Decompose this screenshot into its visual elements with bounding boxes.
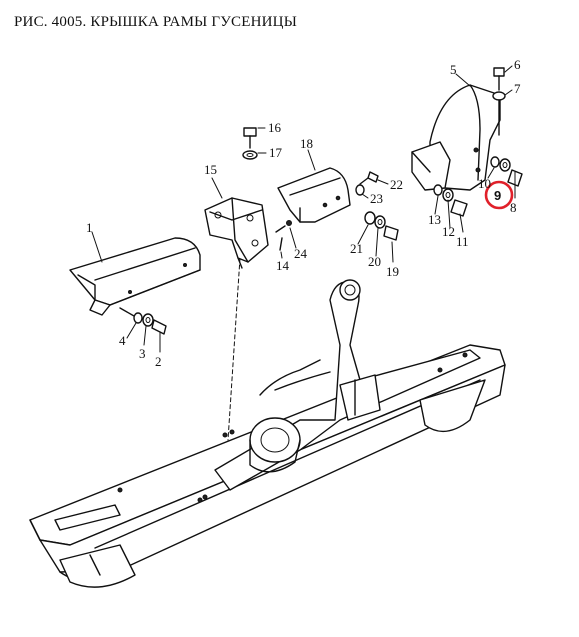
- callout-6: 6: [514, 57, 521, 72]
- callout-5: 5: [450, 62, 457, 77]
- callout-8: 8: [510, 200, 517, 215]
- callout-18: 18: [300, 136, 313, 151]
- callout-17: 17: [269, 145, 283, 160]
- callout-16: 16: [268, 120, 282, 135]
- callout-24: 24: [294, 246, 308, 261]
- callout-7: 7: [514, 81, 521, 96]
- callout-leaders: [91, 73, 516, 353]
- callout-1: 1: [86, 220, 93, 235]
- page-title: РИС. 4005. КРЫШКА РАМЫ ГУСЕНИЦЫ: [14, 14, 297, 30]
- callout-22: 22: [390, 177, 403, 192]
- callout-13: 13: [428, 212, 441, 227]
- parts-22-23-fasteners: [355, 171, 379, 196]
- part-1-cover: [69, 237, 201, 316]
- callout-12: 12: [442, 224, 455, 239]
- callout-14: 14: [276, 258, 290, 273]
- parts-16-17-fasteners: [242, 127, 267, 160]
- callout-9: 9: [494, 188, 501, 203]
- part-18-cover: [277, 167, 351, 223]
- callout-15: 15: [204, 162, 217, 177]
- part-5-sprocket-cover: [411, 84, 501, 191]
- part-15-bracket: [204, 197, 269, 269]
- parts-19-20-21-fasteners: [364, 211, 399, 241]
- part-14-pin: [279, 237, 283, 251]
- callout-20: 20: [368, 254, 381, 269]
- callout-3: 3: [139, 346, 146, 361]
- parts-6-7-fasteners: [492, 65, 513, 136]
- part-24-pin: [275, 220, 292, 233]
- callout-11: 11: [456, 234, 469, 249]
- callout-2: 2: [155, 354, 162, 369]
- callout-19: 19: [386, 264, 399, 279]
- track-frame: [29, 279, 506, 588]
- parts-2-3-4-fasteners: [119, 307, 167, 335]
- callout-23: 23: [370, 191, 383, 206]
- parts-11-12-13-fasteners: [433, 184, 468, 217]
- highlight-circle-part-9: [484, 180, 514, 210]
- callout-10: 10: [478, 176, 491, 191]
- callout-21: 21: [350, 241, 363, 256]
- callout-4: 4: [119, 333, 126, 348]
